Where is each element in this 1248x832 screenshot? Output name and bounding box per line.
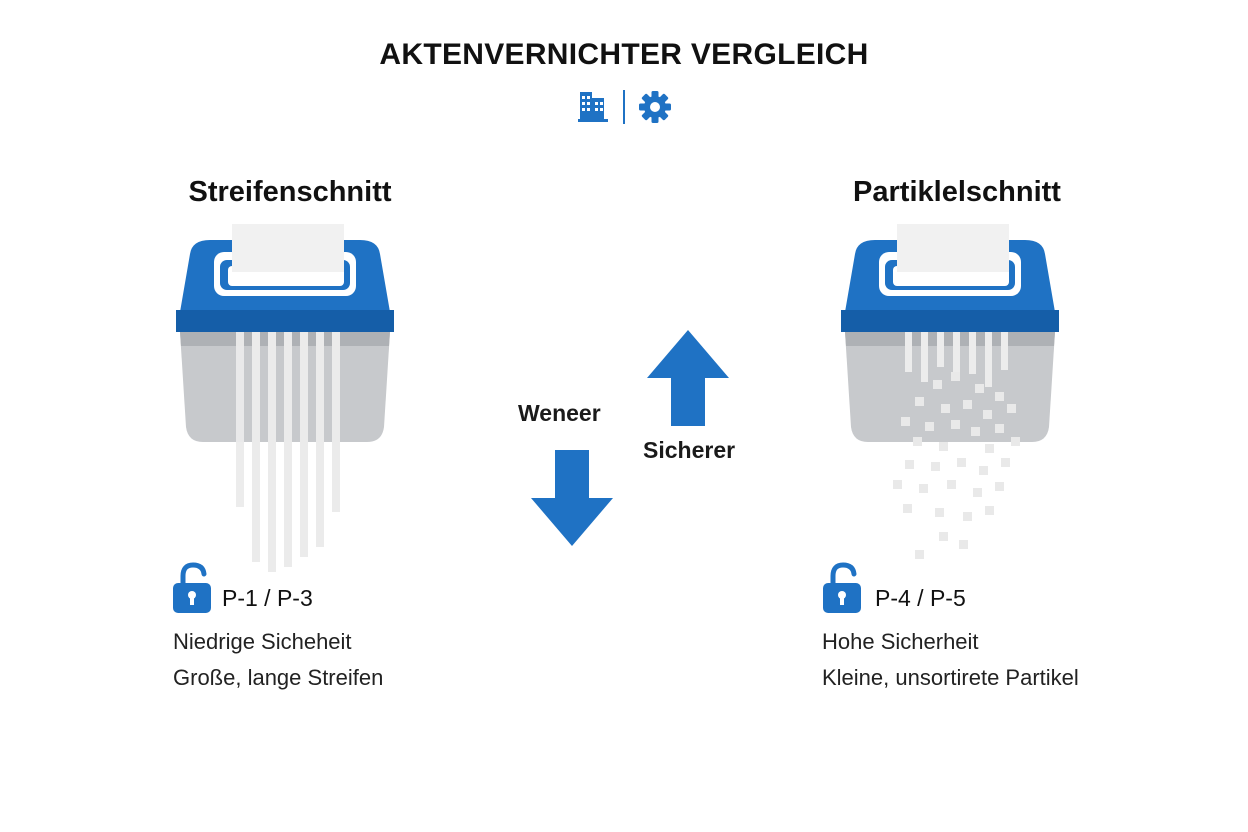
particle-cut-description: Hohe Sicherheit Kleine, unsortirete Part… (822, 624, 1079, 696)
unlock-icon (173, 562, 211, 613)
strip-cut-security-level: P-1 / P-3 (222, 585, 313, 611)
particle-cut-desc-line1: Hohe Sicherheit (822, 629, 979, 654)
particle-cut-shredder (841, 224, 1059, 559)
strip-cut-description: Niedrige Sicheheit Große, lange Streifen (173, 624, 383, 696)
particle-cut-desc-line2: Kleine, unsortirete Partikel (822, 665, 1079, 690)
shredder-bin (845, 332, 1055, 442)
arrow-up-label: Sicherer (643, 437, 736, 463)
paper-strip-stubs (905, 332, 1008, 387)
strip-cut-title: Streifenschnitt (188, 176, 392, 208)
header-divider (623, 90, 625, 124)
paper-particles (893, 372, 1020, 559)
arrow-down-icon (531, 450, 613, 546)
strip-cut-desc-line2: Große, lange Streifen (173, 665, 384, 690)
building-icon (578, 92, 608, 122)
paper-strips (236, 332, 340, 572)
particle-cut-title: Partiklelschnitt (853, 176, 1061, 208)
arrow-up-icon (647, 330, 729, 426)
arrow-down-label: Weneer (518, 400, 601, 426)
page-title: AKTENVERNICHTER VERGLEICH (379, 38, 869, 71)
strip-cut-desc-line1: Niedrige Sicheheit (173, 629, 352, 654)
paper-sheet (232, 224, 344, 272)
strip-cut-shredder (176, 224, 394, 572)
header-icons (578, 90, 671, 124)
paper-sheet (897, 224, 1009, 272)
gear-icon (639, 91, 671, 123)
particle-cut-security-level: P-4 / P-5 (875, 585, 966, 611)
unlock-icon (823, 562, 861, 613)
